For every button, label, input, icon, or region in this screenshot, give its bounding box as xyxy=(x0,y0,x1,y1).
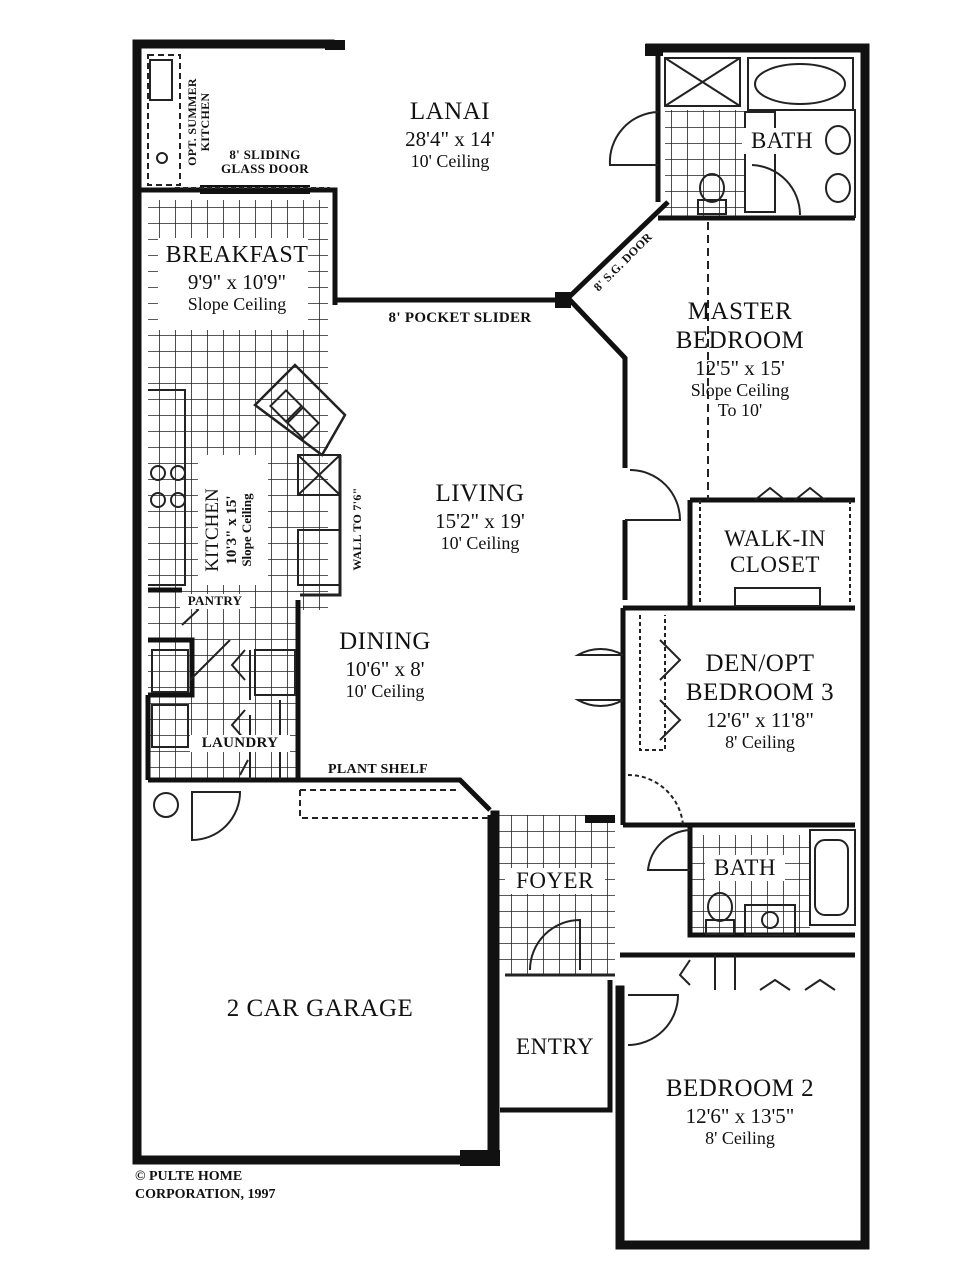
pocket-slider-label: 8' POCKET SLIDER xyxy=(388,310,532,326)
den-label: DEN/OPT BEDROOM 3 12'6" x 11'8" 8' Ceili… xyxy=(670,650,850,752)
breakfast-name: BREAKFAST xyxy=(165,242,309,268)
garage-label: 2 CAR GARAGE xyxy=(226,995,414,1022)
interior-walls xyxy=(137,48,855,1245)
dining-dims: 10'6" x 8' xyxy=(345,656,425,681)
copyright-notice: © PULTE HOME CORPORATION, 1997 xyxy=(135,1168,276,1203)
windows xyxy=(134,185,869,930)
kitchen-dims: 10'3" x 15' xyxy=(223,495,240,565)
master-bedroom-ceiling2: To 10' xyxy=(717,400,763,421)
living-label: LIVING 15'2" x 19' 10' Ceiling xyxy=(385,480,575,554)
walk-in-closet-line2: CLOSET xyxy=(730,552,820,578)
bath2-label: BATH xyxy=(705,855,785,882)
breakfast-dims: 9'9" x 10'9" xyxy=(187,269,287,294)
lanai-dims: 28'4" x 14' xyxy=(405,126,495,151)
master-bedroom-label: MASTER BEDROOM 12'5" x 15' Slope Ceiling… xyxy=(650,298,830,421)
dining-label: DINING 10'6" x 8' 10' Ceiling xyxy=(300,628,470,702)
lanai-name: LANAI xyxy=(409,98,491,125)
walk-in-closet-line1: WALK-IN xyxy=(724,526,826,551)
wall-note-label: WALL TO 7'6" xyxy=(350,487,364,571)
master-bedroom-name1: MASTER xyxy=(687,298,793,325)
master-bath-label: BATH xyxy=(742,128,822,155)
bedroom2-label: BEDROOM 2 12'6" x 13'5" 8' Ceiling xyxy=(640,1075,840,1149)
master-bedroom-dims: 12'5" x 15' xyxy=(695,355,785,380)
den-name1: DEN/OPT xyxy=(705,650,815,677)
walk-in-closet-label: WALK-IN CLOSET xyxy=(702,526,848,579)
breakfast-ceiling: Slope Ceiling xyxy=(187,293,287,314)
dining-name: DINING xyxy=(339,628,431,655)
living-ceiling: 10' Ceiling xyxy=(440,532,520,553)
entry-label: ENTRY xyxy=(516,1034,594,1059)
copyright-line2: CORPORATION, 1997 xyxy=(135,1186,276,1202)
master-bedroom-ceiling1: Slope Ceiling xyxy=(690,379,790,400)
kitchen-label: KITCHEN 10'3" x 15' Slope Ceiling xyxy=(202,465,263,595)
den-dims: 12'6" x 11'8" xyxy=(706,707,814,732)
sliding-door-line2: GLASS DOOR xyxy=(221,161,309,177)
den-name2: BEDROOM 3 xyxy=(685,678,835,706)
kitchen-name: KITCHEN xyxy=(202,488,223,572)
sliding-door-label: 8' SLIDING GLASS DOOR xyxy=(200,147,330,177)
foyer-label: FOYER xyxy=(505,868,605,895)
master-bedroom-name2: BEDROOM xyxy=(675,326,805,354)
breakfast-label: BREAKFAST 9'9" x 10'9" Slope Ceiling xyxy=(148,242,326,314)
bedroom2-ceiling: 8' Ceiling xyxy=(705,1127,775,1148)
sliding-door-line1: 8' SLIDING xyxy=(229,147,301,162)
bedroom2-dims: 12'6" x 13'5" xyxy=(685,1103,795,1128)
wall-posts xyxy=(325,40,663,1166)
pantry-label: PANTRY xyxy=(180,593,250,609)
living-name: LIVING xyxy=(435,480,525,507)
copyright-line1: © PULTE HOME xyxy=(135,1169,243,1184)
living-dims: 15'2" x 19' xyxy=(435,508,525,533)
bedroom2-name: BEDROOM 2 xyxy=(665,1075,815,1102)
den-ceiling: 8' Ceiling xyxy=(725,731,795,752)
laundry-label: LAUNDRY xyxy=(190,735,290,753)
plant-shelf-label: PLANT SHELF xyxy=(328,762,428,777)
kitchen-ceiling: Slope Ceiling xyxy=(239,493,255,567)
lanai-ceiling: 10' Ceiling xyxy=(410,150,490,171)
dining-ceiling: 10' Ceiling xyxy=(345,680,425,701)
fixtures xyxy=(147,54,856,1046)
lanai-label: LANAI 28'4" x 14' 10' Ceiling xyxy=(360,98,540,172)
